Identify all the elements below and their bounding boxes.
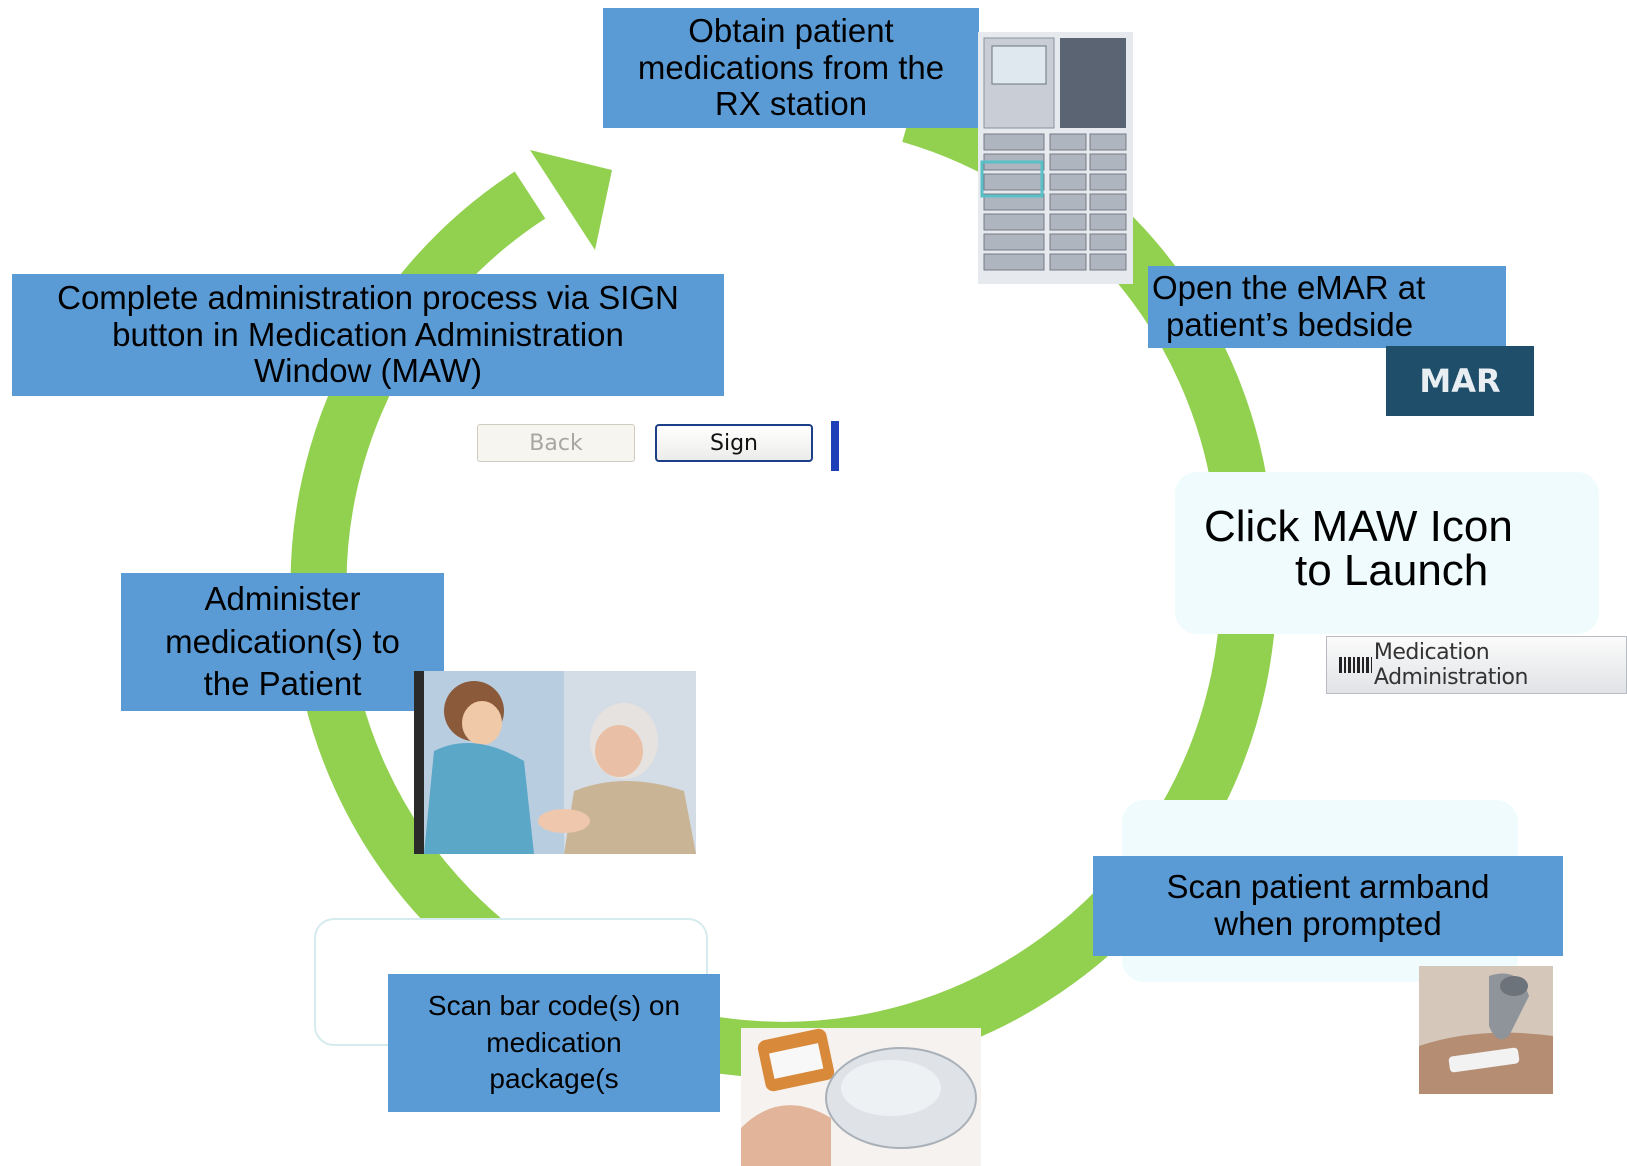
step-obtain-line2: medications from the — [637, 48, 945, 86]
arrow-tip — [530, 150, 612, 250]
step-complete-administration: Complete administration process via SIGN… — [12, 274, 724, 396]
step-obtain-line1: Obtain patient — [688, 11, 894, 49]
step-click-maw: Click MAW Icon to Launch — [1195, 505, 1575, 593]
nurse-patient-image — [414, 671, 696, 854]
step-complete-line2: button in Medication Administration — [112, 315, 624, 353]
nurse-patient-photo — [414, 671, 696, 854]
rx-station-image — [978, 32, 1133, 284]
step-administer-line2: medication(s) to — [165, 622, 400, 660]
back-button-label: Back — [529, 430, 583, 456]
step-scan-armband-line2: when prompted — [1214, 905, 1442, 942]
barcode-icon — [1339, 657, 1372, 673]
step-obtain-line3: RX station — [714, 85, 868, 123]
barcode-scanner-image — [741, 1028, 981, 1166]
barcode-scanner-photo — [741, 1028, 981, 1166]
step-scan-barcode-line2: medication — [486, 1026, 622, 1058]
step-scan-barcode: Scan bar code(s) on medication package(s — [388, 974, 720, 1112]
step-open-emar-line2: patient’s bedside — [1166, 306, 1414, 343]
click-maw-callout — [1175, 472, 1599, 634]
step-open-emar-line1: Open the eMAR at — [1152, 269, 1426, 307]
mar-label: MAR — [1419, 362, 1501, 400]
sign-button[interactable]: Sign — [655, 424, 813, 462]
step-complete-line1: Complete administration process via SIGN — [57, 278, 679, 316]
focus-bar — [831, 421, 839, 471]
medication-dispensing-cabinet-icon — [978, 32, 1133, 284]
step-administer-line1: Administer — [204, 579, 361, 617]
step-scan-armband: Scan patient armband when prompted — [1093, 856, 1563, 956]
armband-scanner-image — [1419, 966, 1553, 1094]
step-scan-barcode-line3: package(s — [489, 1063, 619, 1095]
step-obtain-medications: Obtain patient medications from the RX s… — [603, 8, 979, 128]
step-open-emar: Open the eMAR at patient’s bedside — [1148, 266, 1506, 348]
mar-button[interactable]: MAR — [1386, 346, 1534, 416]
sign-button-label: Sign — [710, 430, 758, 456]
armband-scanner-photo — [1419, 966, 1553, 1094]
step-click-maw-line1: Click MAW Icon — [1204, 502, 1513, 551]
medication-administration-button[interactable]: Medication Administration — [1326, 636, 1627, 694]
medication-administration-label: Medication Administration — [1373, 640, 1528, 690]
back-button[interactable]: Back — [477, 424, 635, 462]
step-complete-line3: Window (MAW) — [254, 352, 482, 390]
step-administer-line3: the Patient — [203, 665, 362, 703]
step-scan-barcode-line1: Scan bar code(s) on — [427, 990, 681, 1022]
step-click-maw-line2: to Launch — [1295, 546, 1489, 595]
step-administer: Administer medication(s) to the Patient — [121, 573, 444, 711]
step-scan-armband-line1: Scan patient armband — [1166, 868, 1490, 906]
